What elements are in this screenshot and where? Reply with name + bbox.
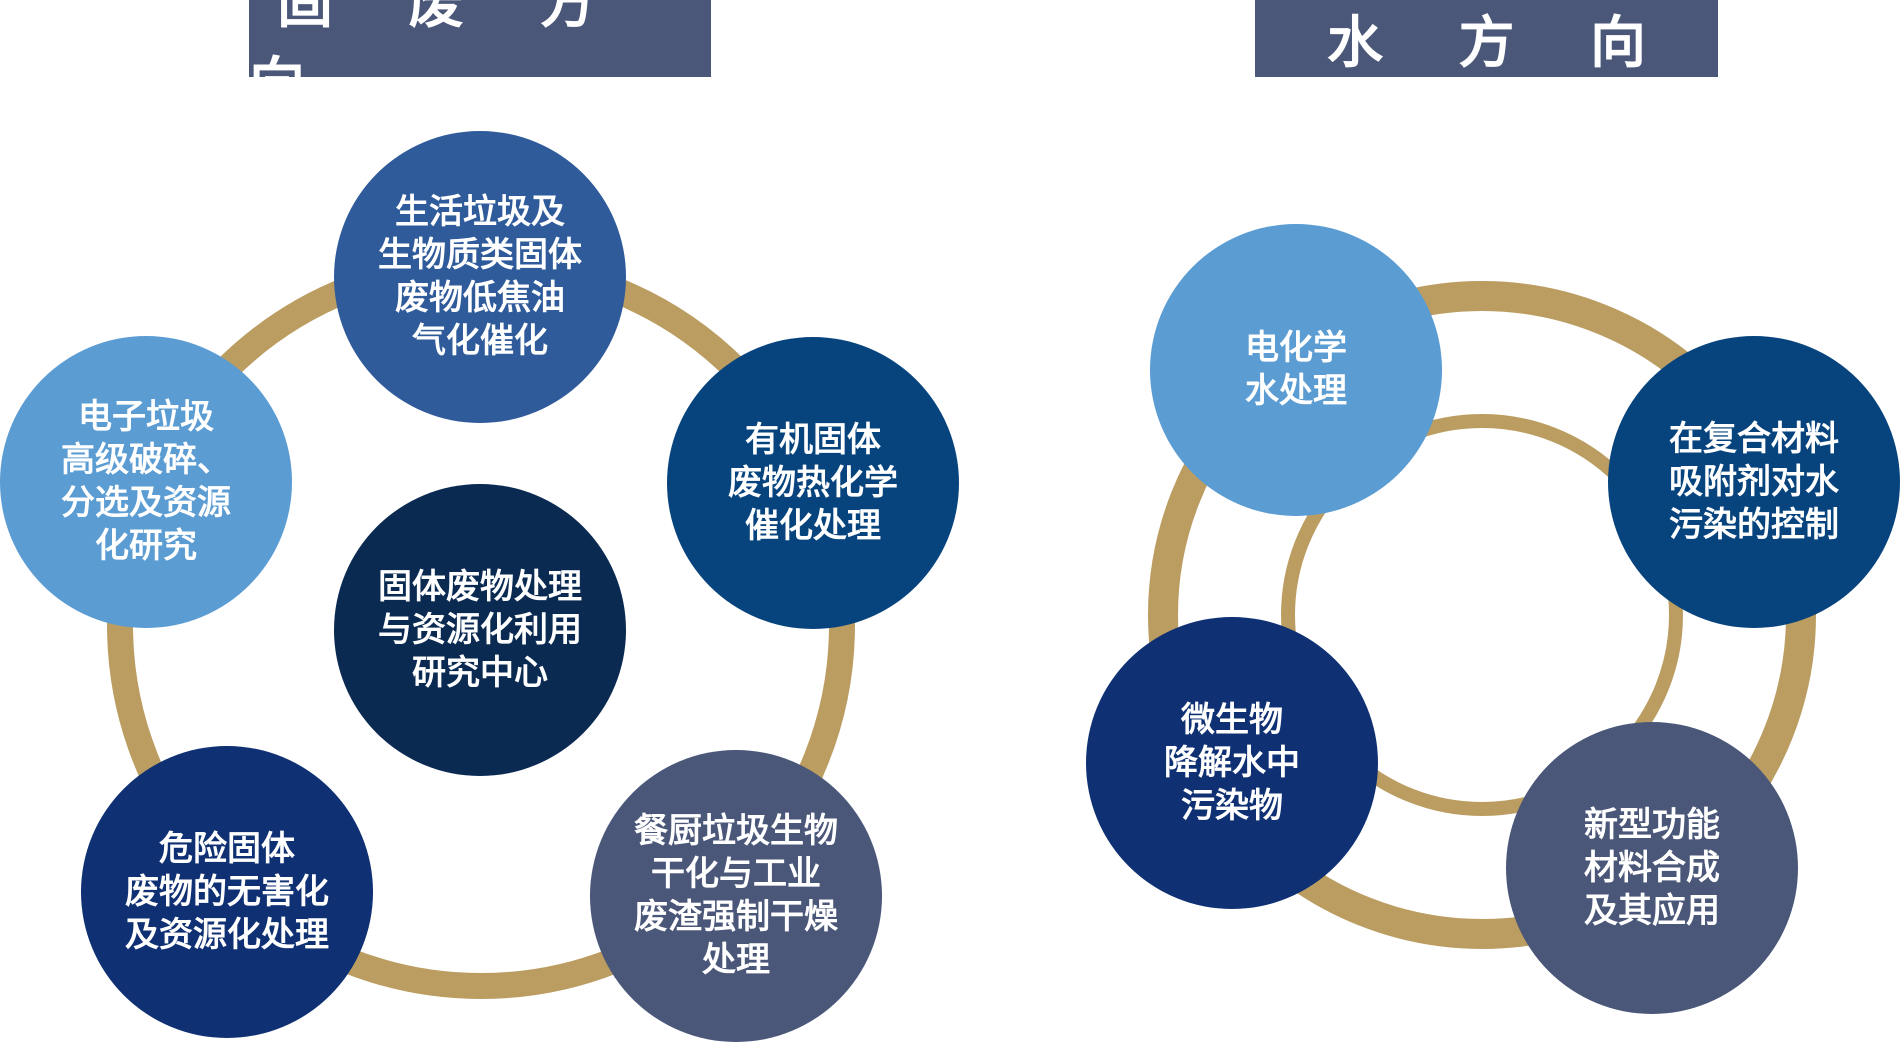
node-hazardous-label: 危险固体 废物的无害化 及资源化处理 xyxy=(125,828,329,955)
node-electrochemical-label: 电化学 水处理 xyxy=(1245,328,1347,411)
node-thermochemical-label: 有机固体 废物热化学 催化处理 xyxy=(728,419,898,546)
node-microbial-label: 微生物 降解水中 污染物 xyxy=(1164,699,1300,826)
solid-waste-center-node: 固体废物处理 与资源化利用 研究中心 xyxy=(334,484,626,776)
water-title: 水 方 向 xyxy=(1255,0,1718,77)
node-thermochemical: 有机固体 废物热化学 催化处理 xyxy=(667,337,959,629)
center-label: 固体废物处理 与资源化利用 研究中心 xyxy=(378,566,582,693)
node-e-waste: 电子垃圾 高级破碎、 分选及资源 化研究 xyxy=(0,336,292,628)
node-functional-materials: 新型功能 材料合成 及其应用 xyxy=(1506,722,1798,1014)
node-hazardous: 危险固体 废物的无害化 及资源化处理 xyxy=(81,746,373,1038)
node-gasification-label: 生活垃圾及 生物质类固体 废物低焦油 气化催化 xyxy=(378,192,582,361)
node-adsorbent-label: 在复合材料 吸附剂对水 污染的控制 xyxy=(1669,418,1839,545)
water-inner-ring xyxy=(1281,414,1683,816)
node-functional-materials-label: 新型功能 材料合成 及其应用 xyxy=(1584,804,1720,931)
node-electrochemical: 电化学 水处理 xyxy=(1150,224,1442,516)
solid-waste-title: 固 废 方 向 xyxy=(249,0,711,117)
node-microbial: 微生物 降解水中 污染物 xyxy=(1086,617,1378,909)
node-gasification: 生活垃圾及 生物质类固体 废物低焦油 气化催化 xyxy=(334,131,626,423)
node-kitchen-waste-label: 餐厨垃圾生物 干化与工业 废渣强制干燥 处理 xyxy=(634,811,838,980)
node-adsorbent: 在复合材料 吸附剂对水 污染的控制 xyxy=(1608,336,1900,628)
node-kitchen-waste: 餐厨垃圾生物 干化与工业 废渣强制干燥 处理 xyxy=(590,750,882,1042)
node-e-waste-label: 电子垃圾 高级破碎、 分选及资源 化研究 xyxy=(61,397,231,566)
